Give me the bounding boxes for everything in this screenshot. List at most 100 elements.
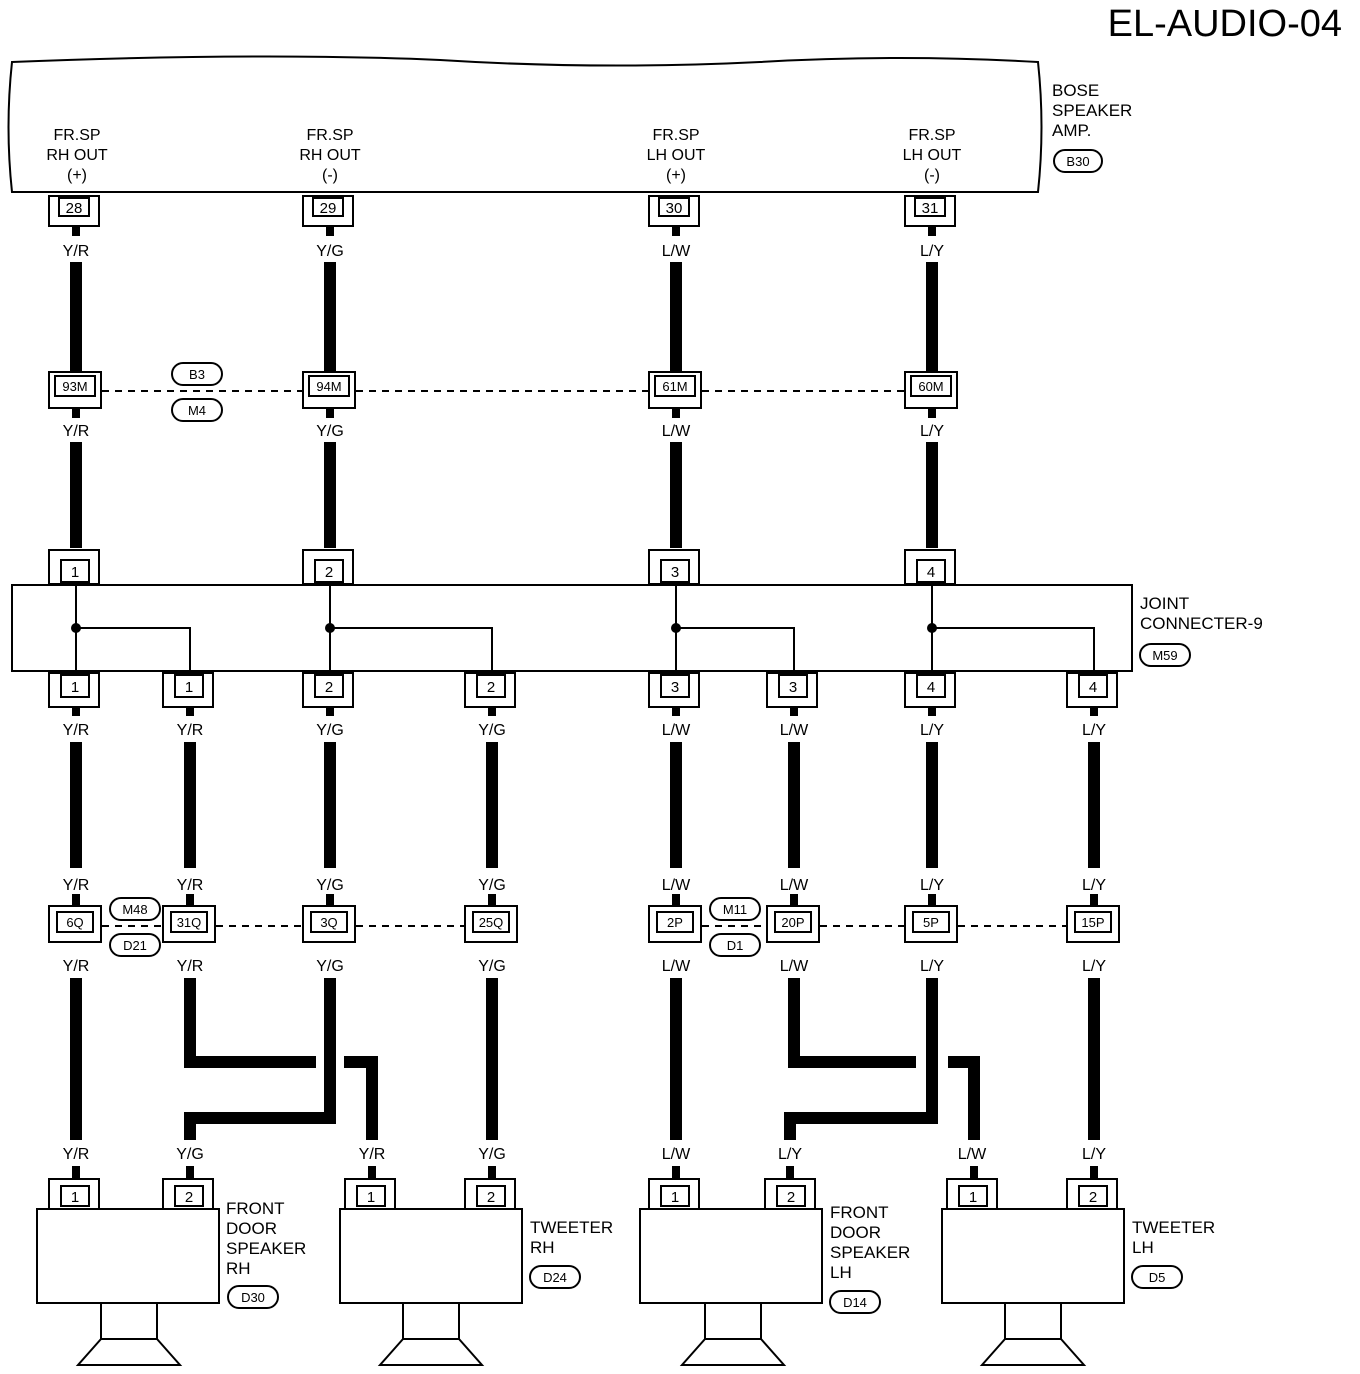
joint-connector-code: M59 — [1152, 648, 1177, 663]
amp-pin4-label-2: LH OUT — [903, 147, 962, 164]
amp-pin4-label-1: FR.SP — [908, 127, 955, 144]
spk1-body — [36, 1208, 220, 1304]
amp-pin2-label-1: FR.SP — [306, 127, 353, 144]
amp-name-line-2: SPEAKER — [1052, 101, 1132, 120]
wires-inline2-to-speakers — [70, 978, 1100, 1140]
spk2-pin-1: 1 — [367, 1189, 375, 1206]
joint-name-line-1: JOINT — [1140, 594, 1189, 613]
spk2-connector: D24 — [543, 1270, 567, 1285]
spk2-wire-1: Y/R — [359, 1146, 386, 1163]
inline2-pin-25q: 25Q — [479, 915, 504, 930]
inline1-pin-94m: 94M — [316, 379, 341, 394]
amp-connector-code: B30 — [1066, 154, 1089, 169]
inline2-pin-15p: 15P — [1081, 915, 1104, 930]
wire-label-lw-1: L/W — [662, 243, 691, 260]
amp-pin2-label-3: (-) — [322, 167, 338, 184]
amp-connector-badge — [1053, 149, 1103, 173]
wire-label-ib-7: L/Y — [920, 958, 944, 975]
amp-pin3-label-1: FR.SP — [652, 127, 699, 144]
inline1-pin-61m: 61M — [662, 379, 687, 394]
wire-label-yg-2: Y/G — [316, 423, 344, 440]
spk3-connector: D14 — [843, 1295, 867, 1310]
spk1-name-2: DOOR — [226, 1219, 277, 1238]
spk4-body — [941, 1208, 1125, 1304]
wire-stubs-speakers — [72, 1166, 1098, 1178]
amp-pin-labels: FR.SP RH OUT (+) FR.SP RH OUT (-) FR.SP … — [46, 127, 961, 184]
wire-labels-inline1: Y/R Y/G L/W L/Y — [63, 423, 945, 440]
spk4-pin-2: 2 — [1089, 1189, 1097, 1206]
wire-label-ia-3: Y/G — [316, 877, 344, 894]
inline1-code-b3: B3 — [189, 367, 205, 382]
wire-label-ia-8: L/Y — [1082, 877, 1106, 894]
joint-name-line-2: CONNECTER-9 — [1140, 614, 1263, 633]
spk2-wire-2: Y/G — [478, 1146, 506, 1163]
joint-bottom-pin-1a: 1 — [71, 679, 79, 696]
amp-pin1-label-3: (+) — [67, 167, 87, 184]
wire-label-lw-2: L/W — [662, 423, 691, 440]
wires-joint-to-inline2 — [70, 707, 1100, 868]
amp-pin-28: 28 — [66, 200, 83, 217]
wire-label-ib-2: Y/R — [177, 958, 204, 975]
spk1-connector: D30 — [241, 1290, 265, 1305]
wire-label-yr-2: Y/R — [63, 423, 90, 440]
inline2-pin-2p: 2P — [667, 915, 683, 930]
spk3-body — [639, 1208, 823, 1304]
wire-label-ia-7: L/Y — [920, 877, 944, 894]
inline1-pin-60m: 60M — [918, 379, 943, 394]
wire-label-ib-8: L/Y — [1082, 958, 1106, 975]
amp-name-line-3: AMP. — [1052, 121, 1091, 140]
wire-label-ia-2: Y/R — [177, 877, 204, 894]
wire-labels-amp: Y/R Y/G L/W L/Y — [63, 243, 945, 260]
wire-label-yr-1: Y/R — [63, 243, 90, 260]
joint-connector: 1 2 3 4 — [11, 549, 1263, 708]
wire-label-ia-4: Y/G — [478, 877, 506, 894]
amp-pin4-label-3: (-) — [924, 167, 940, 184]
speaker-tweeter-lh: L/W L/Y 1 2 TWEETER LH D5 — [941, 1146, 1215, 1366]
inline1-pin-93m: 93M — [62, 379, 87, 394]
spk1-name-3: SPEAKER — [226, 1239, 306, 1258]
wire-label-ib-1: Y/R — [63, 958, 90, 975]
spk1-pin-2: 2 — [185, 1189, 193, 1206]
amp-pin3-label-3: (+) — [666, 167, 686, 184]
inline2-pin-3q: 3Q — [320, 915, 337, 930]
wire-label-ia-6: L/W — [780, 877, 809, 894]
amp-pin3-label-2: LH OUT — [647, 147, 706, 164]
wire-label-yg-1: Y/G — [316, 243, 344, 260]
inline2-code-m11: M11 — [723, 902, 747, 917]
spk1-name-1: FRONT — [226, 1199, 285, 1218]
joint-bottom-pin-3b: 3 — [789, 679, 797, 696]
inline2-pin-31q: 31Q — [177, 915, 202, 930]
speaker-front-door-lh: L/W L/Y 1 2 FRONT DOOR SPEAKER LH D14 — [639, 1146, 910, 1366]
wire-label-jb-5: L/W — [662, 722, 691, 739]
wire-label-jb-1: Y/R — [63, 722, 90, 739]
spk2-pin-2: 2 — [487, 1189, 495, 1206]
amp-pin-29: 29 — [320, 200, 337, 217]
wires-amp-to-inline1 — [70, 226, 938, 372]
spk2-name-1: TWEETER — [530, 1218, 613, 1237]
amp-box — [7, 55, 1043, 193]
inline-connector-2: Y/R Y/R Y/G Y/G L/W L/W L/Y L/Y — [48, 877, 1120, 975]
spk3-name-3: SPEAKER — [830, 1243, 910, 1262]
amp-pin2-label-2: RH OUT — [299, 147, 361, 164]
joint-bottom-pin-2a: 2 — [325, 679, 333, 696]
inline2-code-d1: D1 — [727, 938, 744, 953]
joint-top-pin-1: 1 — [71, 564, 79, 581]
joint-bottom-pin-3a: 3 — [671, 679, 679, 696]
joint-bottom-pin-2b: 2 — [487, 679, 495, 696]
wire-label-ly-1: L/Y — [920, 243, 944, 260]
inline-connector-1: 93M 94M 61M 60M B3 M4 — [48, 362, 958, 422]
wire-label-jb-6: L/W — [780, 722, 809, 739]
wire-label-jb-2: Y/R — [177, 722, 204, 739]
amp-name-line-1: BOSE — [1052, 81, 1099, 100]
spk4-wire-2: L/Y — [1082, 1146, 1106, 1163]
spk1-wire-2: Y/G — [176, 1146, 204, 1163]
speaker-front-door-rh: Y/R Y/G 1 2 FRONT DOOR SPEAKER RH D30 — [36, 1146, 306, 1366]
wire-labels-joint: Y/R Y/R Y/G Y/G L/W L/W L/Y L/Y — [63, 722, 1107, 739]
spk1-pin-1: 1 — [71, 1189, 79, 1206]
spk3-name-4: LH — [830, 1263, 852, 1282]
inline1-code-m4: M4 — [188, 403, 206, 418]
spk4-name-2: LH — [1132, 1238, 1154, 1257]
wire-label-ib-3: Y/G — [316, 958, 344, 975]
wire-label-jb-3: Y/G — [316, 722, 344, 739]
